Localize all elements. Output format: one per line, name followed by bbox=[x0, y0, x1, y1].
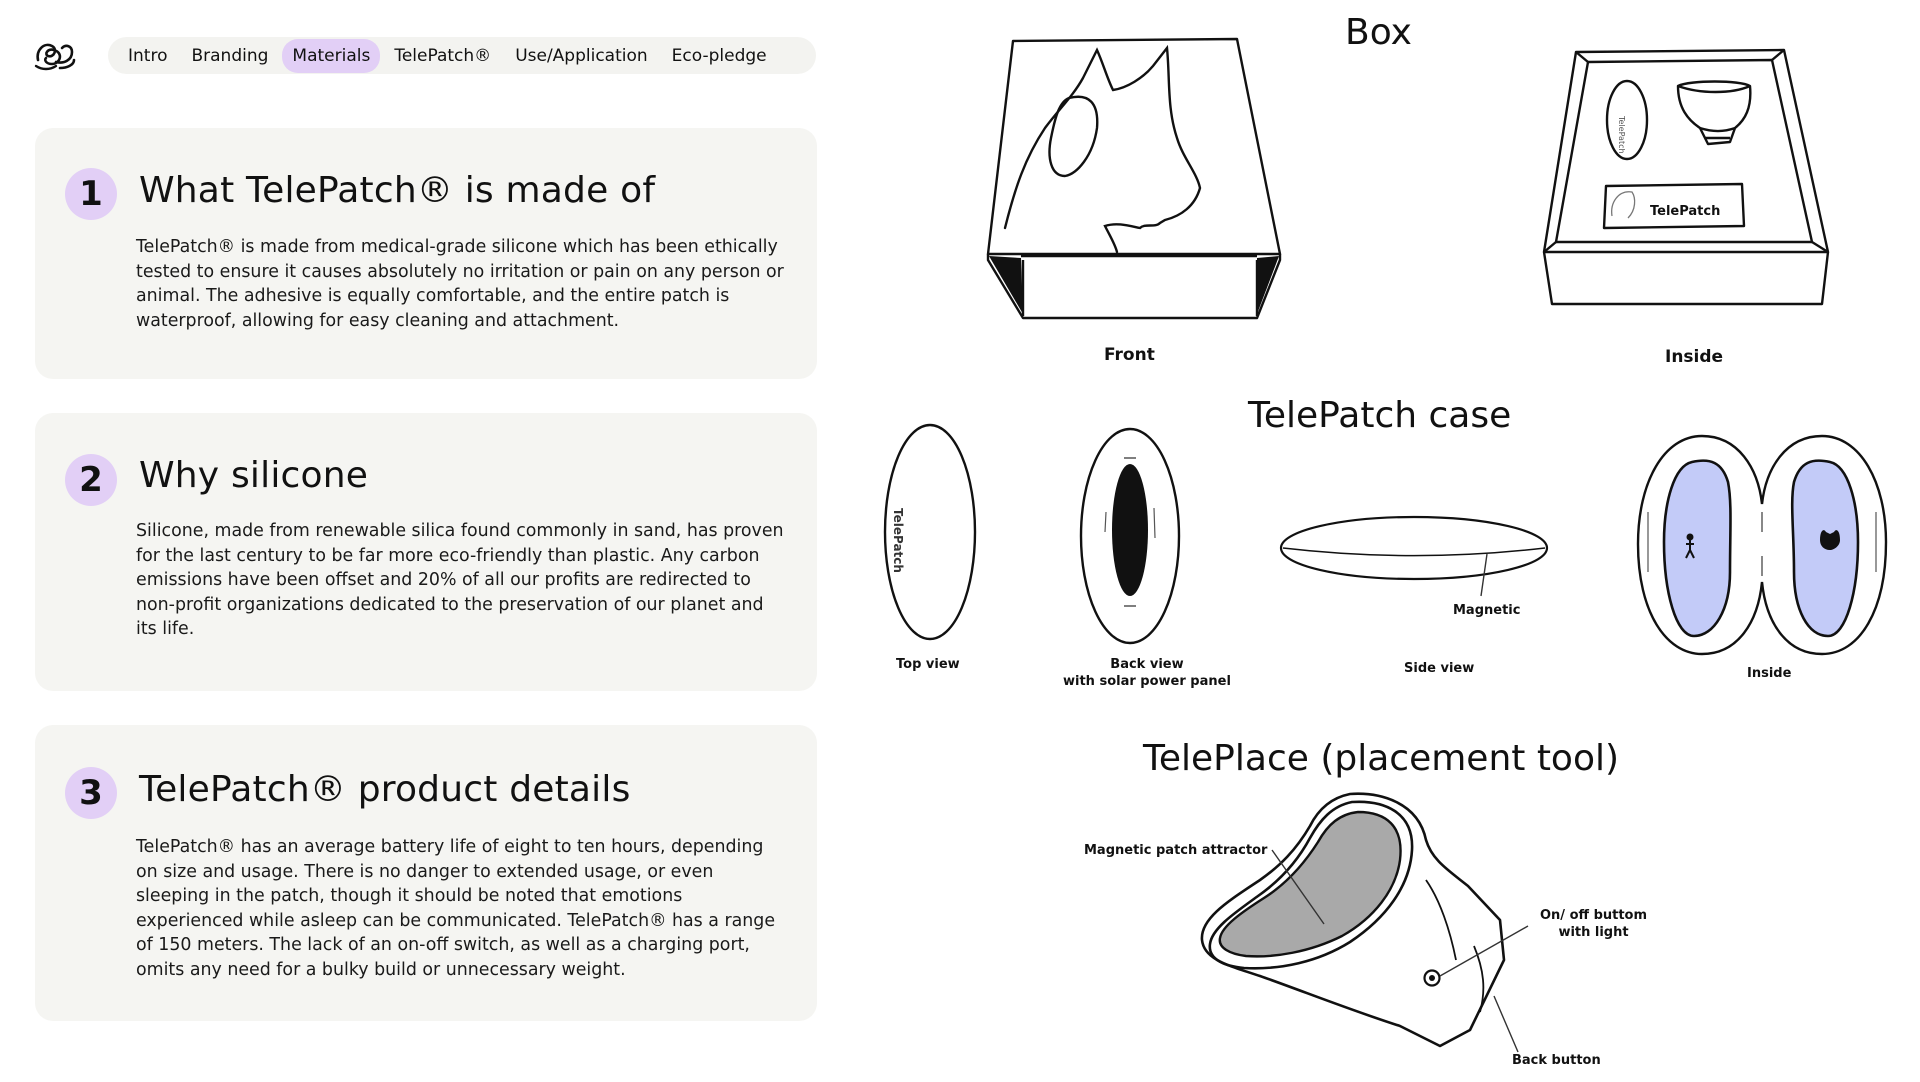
section-body: TelePatch® is made from medical-grade si… bbox=[136, 237, 784, 331]
tab-materials[interactable]: Materials bbox=[282, 38, 381, 73]
tab-use-application[interactable]: Use/Application bbox=[515, 45, 648, 66]
section-title: TelePatch® product details bbox=[139, 769, 631, 810]
tab-branding[interactable]: Branding bbox=[191, 45, 269, 66]
section-body: Silicone, made from renewable silica fou… bbox=[136, 521, 784, 639]
brand-logo-icon[interactable] bbox=[34, 38, 76, 72]
tool-illustration bbox=[1200, 792, 1529, 1053]
case-magnetic-label: Magnetic bbox=[1453, 603, 1521, 618]
section-why-silicone: 2 Why silicone Silicone, made from renew… bbox=[35, 413, 817, 691]
case-back-view-label: Back view with solar power panel bbox=[1063, 657, 1231, 689]
box-front-illustration bbox=[986, 37, 1282, 320]
tab-telepatch[interactable]: TelePatch® bbox=[394, 45, 492, 66]
section-materials: 1 What TelePatch® is made of TelePatch® … bbox=[35, 128, 817, 379]
section-body: TelePatch® has an average battery life o… bbox=[136, 837, 776, 980]
tab-intro[interactable]: Intro bbox=[128, 45, 168, 66]
tab-eco-pledge[interactable]: Eco-pledge bbox=[671, 45, 767, 66]
svg-text:TelePatch: TelePatch bbox=[1617, 115, 1626, 154]
case-side-view-illustration bbox=[1279, 515, 1549, 597]
case-top-view-illustration: TelePatch bbox=[883, 423, 977, 641]
section-number-badge: 3 bbox=[65, 767, 117, 819]
case-title: TelePatch case bbox=[1248, 395, 1512, 436]
tool-attractor-label: Magnetic patch attractor bbox=[1084, 843, 1268, 858]
section-title: What TelePatch® is made of bbox=[139, 170, 656, 211]
tool-back-button-label: Back button bbox=[1512, 1053, 1601, 1068]
box-inside-illustration: TelePatch TelePatch bbox=[1542, 48, 1830, 306]
box-card-text: TelePatch bbox=[1650, 204, 1720, 219]
box-title: Box bbox=[1345, 12, 1412, 53]
tool-title: TelePlace (placement tool) bbox=[1143, 738, 1620, 779]
case-top-view-label: Top view bbox=[896, 657, 960, 672]
case-top-imprint: TelePatch bbox=[891, 508, 905, 573]
case-side-view-label: Side view bbox=[1404, 661, 1475, 676]
section-title: Why silicone bbox=[139, 455, 369, 496]
tool-onoff-label: On/ off buttom with light bbox=[1540, 908, 1648, 940]
top-nav: Intro Branding Materials TelePatch® Use/… bbox=[108, 37, 816, 74]
section-number-badge: 1 bbox=[65, 168, 117, 220]
case-inside-illustration bbox=[1636, 434, 1888, 656]
box-front-label: Front bbox=[1104, 345, 1155, 365]
box-inside-label: Inside bbox=[1665, 347, 1724, 367]
case-inside-label: Inside bbox=[1747, 666, 1792, 681]
case-back-view-illustration bbox=[1079, 427, 1181, 645]
section-number-badge: 2 bbox=[65, 454, 117, 506]
section-product-details: 3 TelePatch® product details TelePatch® … bbox=[35, 725, 817, 1021]
